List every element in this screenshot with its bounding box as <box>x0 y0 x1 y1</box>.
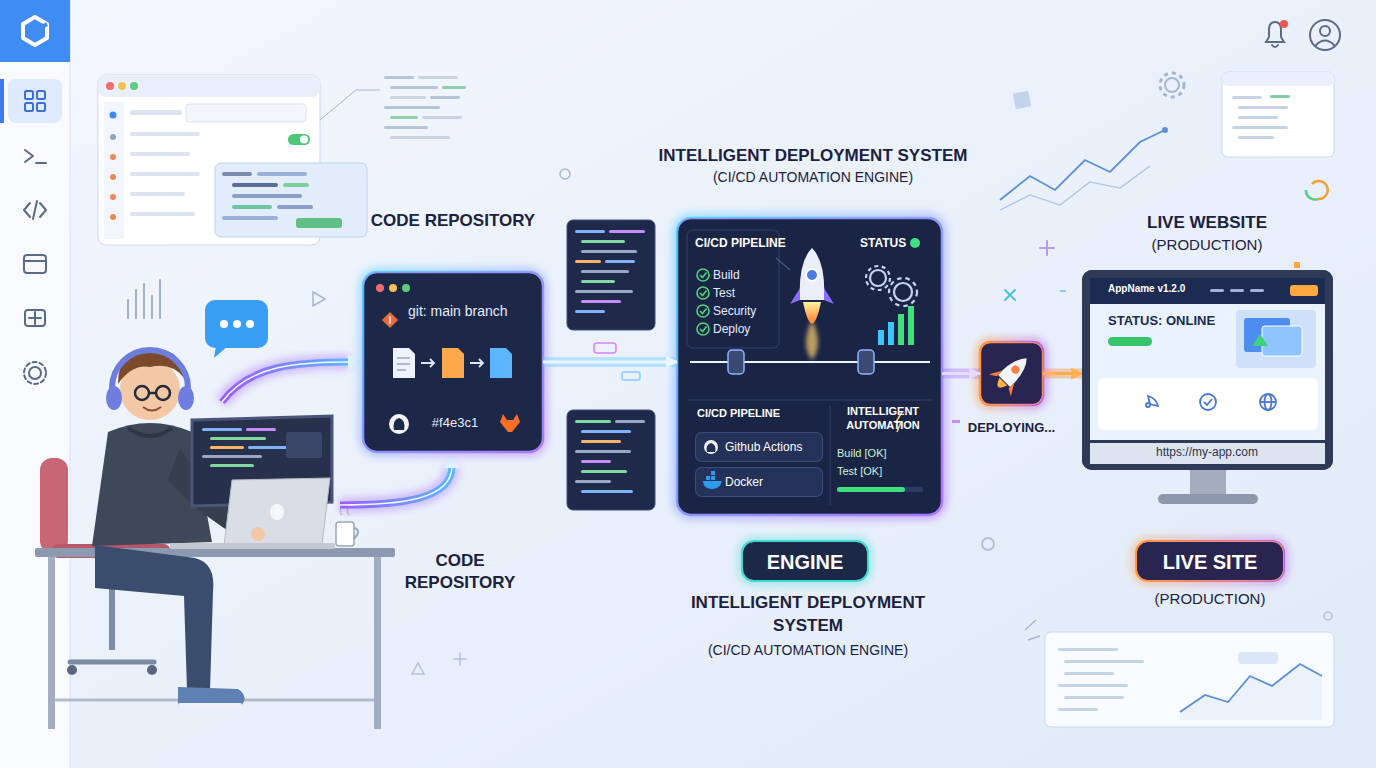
commit-hash: #f4e3c1 <box>395 415 515 431</box>
repository-box: CODE REPOSITORYgit: main branch#f4e3c1 <box>363 272 543 452</box>
step-text: Deploy <box>713 322 750 337</box>
engine-panel: INTELLIGENT DEPLOYMENT SYSTEM(CI/CD AUTO… <box>677 218 942 515</box>
caption-text: (CI/CD AUTOMATION ENGINE) <box>658 641 958 659</box>
flow-arrow <box>543 361 677 364</box>
tool-pill: Github Actions <box>695 432 823 462</box>
section-title: CI/CD PIPELINE <box>697 406 780 420</box>
check-result: Build [OK] <box>837 446 887 460</box>
label-pill: ENGINE <box>742 541 868 581</box>
step-text: Security <box>713 304 756 319</box>
caption-text: CODE REPOSITORY <box>395 550 525 594</box>
pill-text: ENGINE <box>747 550 863 575</box>
section-title: INTELLIGENT AUTOMATION <box>833 404 933 432</box>
tool-pill: Docker <box>695 467 823 497</box>
branch-text: git: main branch <box>408 302 508 320</box>
flow-arrow <box>1043 372 1082 375</box>
step-text: Test <box>713 286 735 301</box>
box-subheading: (PRODUCTION) <box>1117 235 1297 254</box>
connector-glow <box>1043 369 1082 379</box>
step-text: Build <box>713 268 740 283</box>
connector-glow <box>543 357 677 367</box>
pill-text: LIVE SITE <box>1141 550 1279 575</box>
status-caption: DEPLOYING... <box>964 420 1060 436</box>
app-name: AppName v1.2.0 <box>1108 282 1185 295</box>
status-text: STATUS <box>860 236 906 251</box>
caption-text: (PRODUCTION) <box>1120 589 1300 608</box>
tool-name: Github Actions <box>725 440 802 455</box>
tool-name: Docker <box>725 475 763 490</box>
connector-glow <box>942 369 980 379</box>
label-pill: LIVE SITE <box>1136 541 1284 581</box>
box-heading: INTELLIGENT DEPLOYMENT SYSTEM <box>623 145 1003 166</box>
flow-arrow <box>942 372 980 375</box>
status-text: STATUS: ONLINE <box>1108 313 1215 329</box>
website-monitor: LIVE WEBSITE(PRODUCTION)AppName v1.2.0ST… <box>1082 270 1333 470</box>
box-subheading: (CI/CD AUTOMATION ENGINE) <box>663 168 963 186</box>
section-title: CI/CD PIPELINE <box>695 236 786 251</box>
url-text: https://my-app.com <box>1097 445 1317 460</box>
box-heading: CODE REPOSITORY <box>343 210 563 231</box>
deploy-box: DEPLOYING... <box>980 342 1043 405</box>
check-result: Test [OK] <box>837 464 882 478</box>
caption-text: INTELLIGENT DEPLOYMENT SYSTEM <box>688 591 928 637</box>
box-heading: LIVE WEBSITE <box>1107 212 1307 233</box>
